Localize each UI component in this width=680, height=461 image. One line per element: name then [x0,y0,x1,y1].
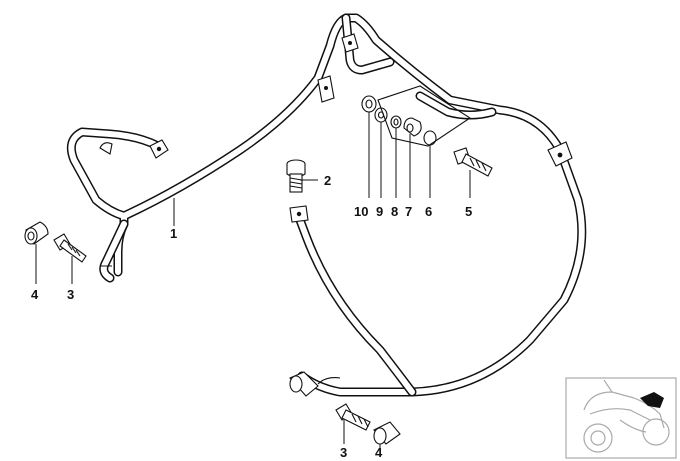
label-10: 10 [354,204,368,219]
end-bushing-lower [289,371,319,397]
bolt-left [53,233,87,263]
label-1: 1 [170,226,177,241]
end-cap-lower [373,421,401,445]
label-9: 9 [376,204,383,219]
label-2: 2 [324,173,331,188]
leader-lines [35,112,471,448]
label-7: 7 [405,204,412,219]
label-4b: 4 [375,445,383,460]
label-4a: 4 [31,287,39,302]
bolt-center [286,159,306,193]
motorcycle-thumbnail [565,377,677,459]
bolt-lower [335,403,371,431]
end-cap-left [24,221,49,245]
label-3b: 3 [340,445,347,460]
label-5: 5 [465,204,472,219]
part-labels: 1 2 3 3 4 4 5 6 7 8 9 10 [31,173,472,460]
label-8: 8 [391,204,398,219]
label-6: 6 [425,204,432,219]
crash-bar-highlight-icon [640,392,664,408]
crash-bar-frame [66,13,587,397]
hardware-stack [361,85,472,147]
bolt-right [453,147,493,177]
label-3a: 3 [67,287,74,302]
